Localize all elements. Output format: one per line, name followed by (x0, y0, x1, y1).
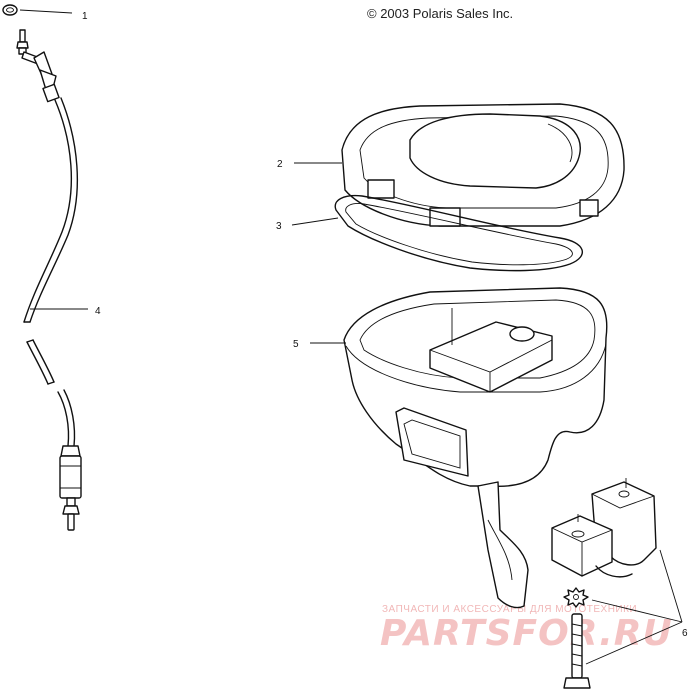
star-washer[interactable] (563, 587, 589, 608)
callout-6: 6 (682, 628, 688, 639)
callout-3: 3 (276, 221, 282, 232)
part-3-gasket[interactable] (334, 194, 583, 272)
cable-upper[interactable] (16, 29, 79, 323)
part-2-cover[interactable] (341, 103, 625, 227)
part-5-housing[interactable] (343, 287, 608, 609)
part-6-clamp[interactable] (551, 481, 657, 689)
watermark-tagline: ЗАПЧАСТИ И АКСЕССУАРЫ ДЛЯ МОТОТЕХНИКИ (382, 604, 637, 615)
callout-1: 1 (82, 11, 88, 22)
callout-5: 5 (293, 339, 299, 350)
cable-lower[interactable] (26, 339, 82, 531)
callout-2: 2 (277, 159, 283, 170)
watermark: ЗАПЧАСТИ И АКСЕССУАРЫ ДЛЯ МОТОТЕХНИКИ PA… (380, 604, 673, 654)
copyright-text: © 2003 Polaris Sales Inc. (367, 6, 513, 21)
watermark-brand: PARTSFOR.RU (380, 613, 673, 654)
screw[interactable] (563, 613, 591, 689)
callout-4: 4 (95, 306, 101, 317)
part-1-o-ring[interactable] (2, 4, 18, 16)
